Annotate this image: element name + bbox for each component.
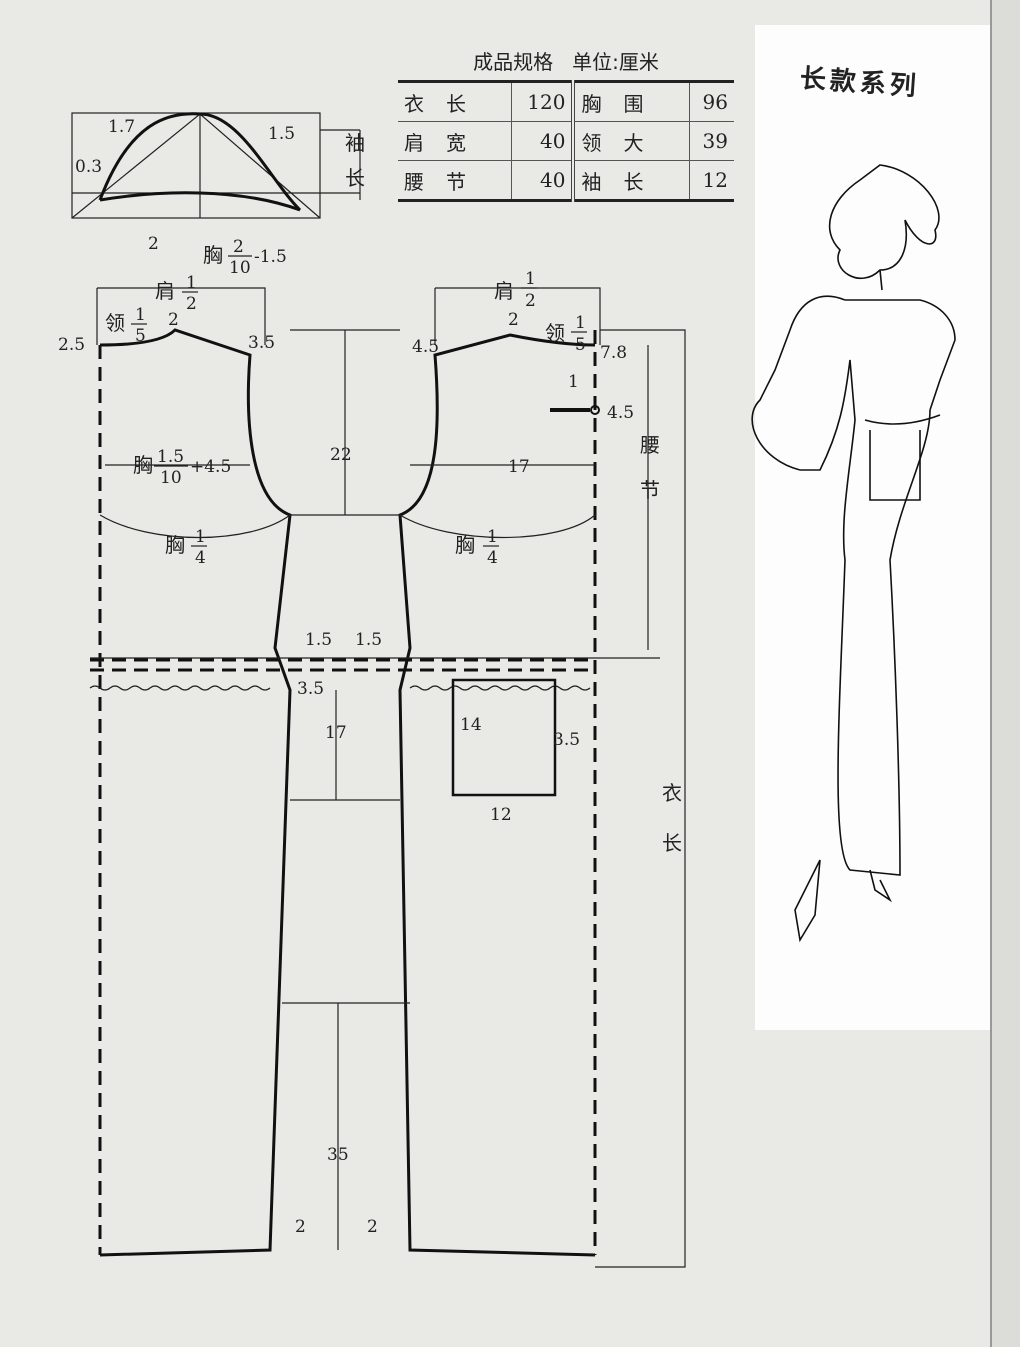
label: 1.5	[157, 447, 184, 467]
spec-key: 肩宽	[398, 121, 512, 161]
label: 肩	[494, 279, 514, 303]
label: 4.5	[607, 403, 634, 423]
label: 胸	[455, 533, 475, 557]
waistband	[89, 657, 660, 691]
label: 1.5	[268, 124, 295, 144]
spec-value: 39	[689, 121, 734, 161]
label: 1.7	[108, 117, 135, 137]
sleeve-cap	[98, 112, 302, 212]
illustration-panel	[755, 25, 1020, 1030]
spec-value: 96	[689, 81, 734, 122]
label: 肩	[155, 279, 175, 303]
label: 1	[487, 527, 498, 547]
label: 35	[327, 1145, 349, 1165]
label: 1	[195, 527, 206, 547]
label: 2	[508, 310, 519, 330]
label: 节	[640, 478, 660, 502]
back-outline	[99, 328, 292, 1257]
label: 22	[330, 445, 352, 465]
label: +4.5	[190, 457, 231, 477]
page-edge	[990, 0, 1020, 1347]
label: 2	[295, 1217, 306, 1237]
label: 胸	[203, 243, 223, 267]
back-bodice-pattern: 肩 1 2 领 1 5 2 2.5 3.5 胸 1.5 10 +4.5 胸 1 …	[58, 273, 332, 1257]
label: 1	[525, 269, 536, 289]
label: 领	[105, 311, 125, 335]
front-outline	[398, 333, 596, 1257]
label: 长	[345, 166, 365, 190]
spec-title-text: 成品规格	[473, 50, 554, 74]
label: 胸	[133, 453, 153, 477]
label: 4	[487, 548, 498, 568]
center-measures: 22 17 35	[282, 329, 410, 1250]
dress-illustration	[751, 164, 956, 943]
label: 17	[508, 457, 530, 477]
label: 2	[148, 234, 159, 254]
label: 5	[135, 326, 146, 346]
label: 2.5	[58, 335, 85, 355]
spec-value: 40	[511, 160, 576, 201]
spec-title: 成品规格 单位:厘米	[398, 46, 734, 80]
label: 4	[195, 548, 206, 568]
label: 长	[662, 831, 682, 855]
label: 7.8	[600, 343, 627, 363]
label: 1	[568, 372, 579, 392]
back-guides	[96, 287, 291, 538]
label: 14	[460, 715, 482, 735]
label: 1	[135, 305, 146, 325]
spec-key: 袖长	[573, 160, 690, 201]
label: 2	[233, 237, 244, 257]
spec-key: 腰节	[398, 160, 512, 201]
label: 1	[186, 273, 197, 293]
label: 1.5	[305, 630, 332, 650]
label: 12	[490, 805, 512, 825]
label: 10	[229, 258, 251, 278]
button-icon	[590, 405, 600, 415]
label: 衣	[662, 781, 682, 805]
label: 腰	[640, 433, 660, 457]
label: 2	[525, 291, 536, 311]
label: 2	[168, 310, 179, 330]
label: 3.5	[553, 730, 580, 750]
label: 17	[325, 723, 347, 743]
front-guides	[399, 287, 686, 1268]
spec-key: 领大	[573, 121, 690, 161]
label: 1	[575, 313, 586, 333]
spec-value: 120	[511, 81, 576, 122]
spec-key: 衣长	[398, 81, 512, 122]
spec-value: 40	[511, 121, 576, 161]
label: 3.5	[297, 679, 324, 699]
label: 0.3	[75, 157, 102, 177]
label: 4.5	[412, 337, 439, 357]
label: -1.5	[254, 247, 287, 267]
label: 袖	[345, 131, 365, 155]
spec-value: 12	[689, 160, 734, 201]
label: 10	[160, 468, 182, 488]
pocket: 14 12 3.5	[451, 678, 580, 825]
label: 1.5	[355, 630, 382, 650]
sleeve-pattern: 1.7 1.5 0.3 2 胸 2 10 -1.5 袖 长	[71, 112, 365, 278]
front-bodice-pattern: 肩 1 2 2 领 1 5 4.5 7.8 1 4.5 腰 节 17 胸 1 4…	[355, 269, 686, 1268]
label: 3.5	[248, 333, 275, 353]
label: 5	[575, 335, 586, 355]
sleeve-hem	[99, 191, 301, 212]
label: 胸	[165, 533, 185, 557]
label: 2	[186, 294, 197, 314]
spec-key: 胸围	[573, 81, 690, 122]
label: 2	[367, 1217, 378, 1237]
spec-unit: 单位:厘米	[572, 50, 659, 74]
label: 领	[545, 321, 565, 345]
